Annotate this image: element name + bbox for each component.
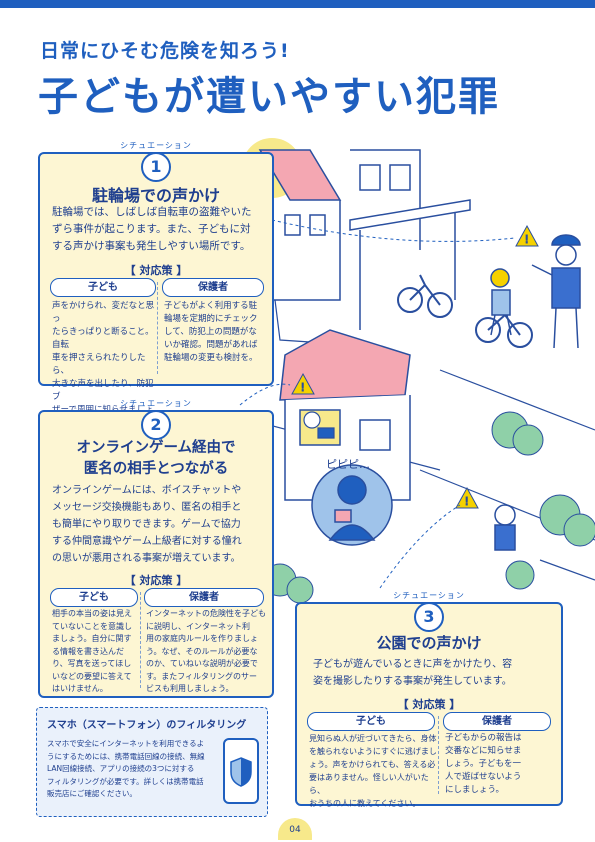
smartphone-shield-icon	[223, 738, 259, 804]
situation-label: シチュエーション	[120, 399, 192, 408]
park-person	[494, 504, 516, 551]
situation-number: 2	[141, 410, 171, 440]
bicycle-shelter	[349, 199, 471, 330]
connector-lines	[239, 219, 516, 589]
bicycles	[397, 274, 533, 348]
child-advice: 相手の本当の姿は見えていないことを意識しましょう。自分に関する情報を書き込んだり…	[52, 609, 132, 693]
situation-label: シチュエーション	[120, 141, 192, 150]
child-advice: 見知らぬ人が近づいてきたら、身体を触られないようにすぐに逃げましょう。声をかけら…	[309, 734, 437, 808]
suspicious-adult	[531, 234, 581, 349]
child-header: 子ども	[307, 712, 435, 731]
filtering-title: スマホ（スマートフォン）のフィルタリング	[47, 720, 247, 731]
smartphone-filtering-box: スマホ（スマートフォン）のフィルタリング スマホで安全にインターネットを利用でき…	[36, 707, 268, 817]
warning-icon: !	[455, 486, 479, 509]
page-title: 子どもが遭いやすい犯罪	[38, 74, 500, 120]
situation-2-card: シチュエーション 2 オンラインゲーム経由で匿名の相手とつながる オンラインゲー…	[38, 399, 274, 698]
filtering-text: スマホで安全にインターネットを利用できるようにするためには、携帯電話回線の接続、…	[47, 739, 205, 798]
anonymous-player-bubble	[311, 464, 393, 546]
situation-description: オンラインゲームには、ボイスチャットやメッセージ交換機能もあり、匿名の相手とも簡…	[52, 485, 242, 564]
situation-3-card: シチュエーション 3 公園での声かけ 子どもが遊んでいるときに声をかけたり、容姿…	[295, 591, 563, 808]
situation-number: 3	[414, 602, 444, 632]
situation-description: 子どもが遊んでいるときに声をかけたり、容姿を撮影したりする事案が発生しています。	[313, 659, 513, 687]
situation-title: 駐輪場での声かけ	[91, 186, 220, 205]
upper-building	[258, 149, 421, 301]
top-accent-bar	[0, 0, 595, 8]
situation-number: 1	[141, 152, 171, 182]
situation-badge: シチュエーション 1	[117, 140, 195, 182]
situation-title: 公園での声かけ	[376, 634, 482, 652]
column-divider	[157, 282, 158, 374]
guardian-header: 保護者	[162, 278, 264, 297]
warning-icon: !	[515, 224, 539, 247]
child-with-bicycle	[490, 268, 512, 336]
page-number: 04	[278, 818, 312, 840]
warning-icon: !	[291, 372, 315, 395]
situation-label: シチュエーション	[393, 591, 465, 600]
column-divider	[438, 716, 439, 794]
situation-description: 駐輪場では、しばしば自転車の盗難やいたずら事件が起こります。また、子どもに対する…	[52, 206, 252, 252]
svg-text:!: !	[525, 233, 529, 246]
svg-text:!: !	[465, 495, 469, 508]
guardian-advice: インターネットの危険性を子どもに説明し、インターネット利用の家庭内ルールを作りま…	[146, 609, 266, 693]
guardian-advice: 子どもからの報告は交番などに知らせましょう。子どもを一人で遊ばせないようにしまし…	[445, 733, 522, 795]
measures-label: 【 対応策 】	[124, 574, 188, 587]
child-header: 子ども	[50, 588, 138, 607]
column-divider	[140, 592, 141, 688]
child-at-window	[303, 411, 335, 439]
child-header: 子ども	[50, 278, 156, 297]
situation-1-card: シチュエーション 1 駐輪場での声かけ 駐輪場では、しばしば自転車の盗難やいたず…	[38, 141, 274, 428]
measures-label: 【 対応策 】	[397, 698, 461, 711]
measures-label: 【 対応策 】	[124, 264, 188, 277]
situation-title: オンラインゲーム経由で匿名の相手とつながる	[76, 440, 236, 477]
speech-bubble-text: ピピピ…	[326, 458, 370, 471]
guardian-header: 保護者	[443, 712, 551, 731]
situation-badge: シチュエーション 2	[117, 398, 195, 440]
svg-text:!: !	[301, 381, 305, 394]
page-subtitle: 日常にひそむ危険を知ろう!	[40, 40, 290, 62]
guardian-advice: 子どもがよく利用する駐輪場を定期的にチェックして、防犯上の問題がないか確認。問題…	[164, 301, 258, 363]
guardian-header: 保護者	[144, 588, 264, 607]
situation-badge: シチュエーション 3	[390, 590, 468, 632]
